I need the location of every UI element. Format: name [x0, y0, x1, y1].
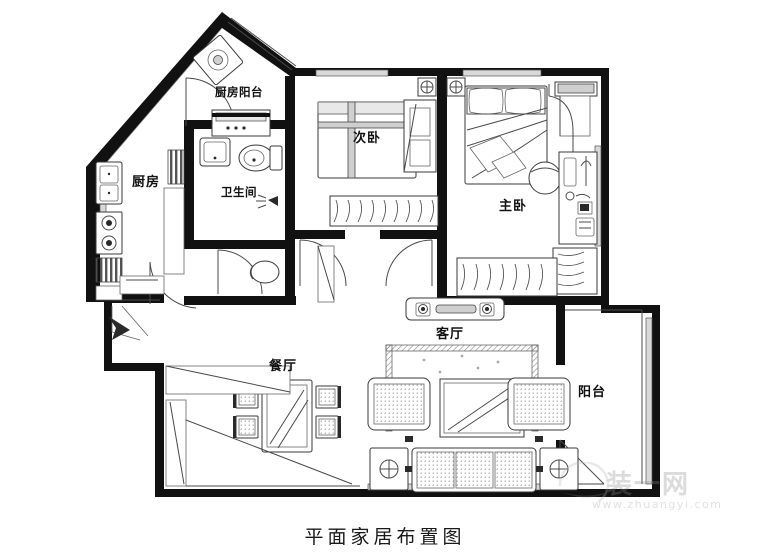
- room-label-master-bedroom: 主卧: [499, 198, 527, 214]
- living-room-furniture: [367, 297, 579, 493]
- plan-title: 平面家居布置图: [304, 526, 466, 548]
- balcony-details: [565, 309, 643, 484]
- kitchen-balcony-furniture: [192, 34, 271, 137]
- room-label-balcony: 阳台: [578, 384, 606, 400]
- room-label-second-bedroom: 次卧: [353, 130, 381, 146]
- room-label-kitchen-balcony: 厨房阳台: [215, 85, 263, 99]
- kitchen-furniture: [95, 149, 185, 301]
- second-bedroom-furniture: [317, 77, 439, 227]
- master-bedroom-furniture: [446, 77, 598, 297]
- bathroom-fixtures: [199, 137, 283, 284]
- room-label-kitchen: 厨房: [132, 174, 160, 190]
- room-labels: 厨房阳台 厨房 卫生间 次卧 主卧 客厅 餐厅 阳台: [132, 85, 606, 400]
- dining-room-furniture: [233, 245, 341, 453]
- room-label-bathroom: 卫生间: [221, 185, 257, 199]
- room-label-living-room: 客厅: [436, 326, 464, 342]
- room-label-dining-room: 餐厅: [268, 358, 297, 374]
- entry-foyer-details: [119, 275, 360, 487]
